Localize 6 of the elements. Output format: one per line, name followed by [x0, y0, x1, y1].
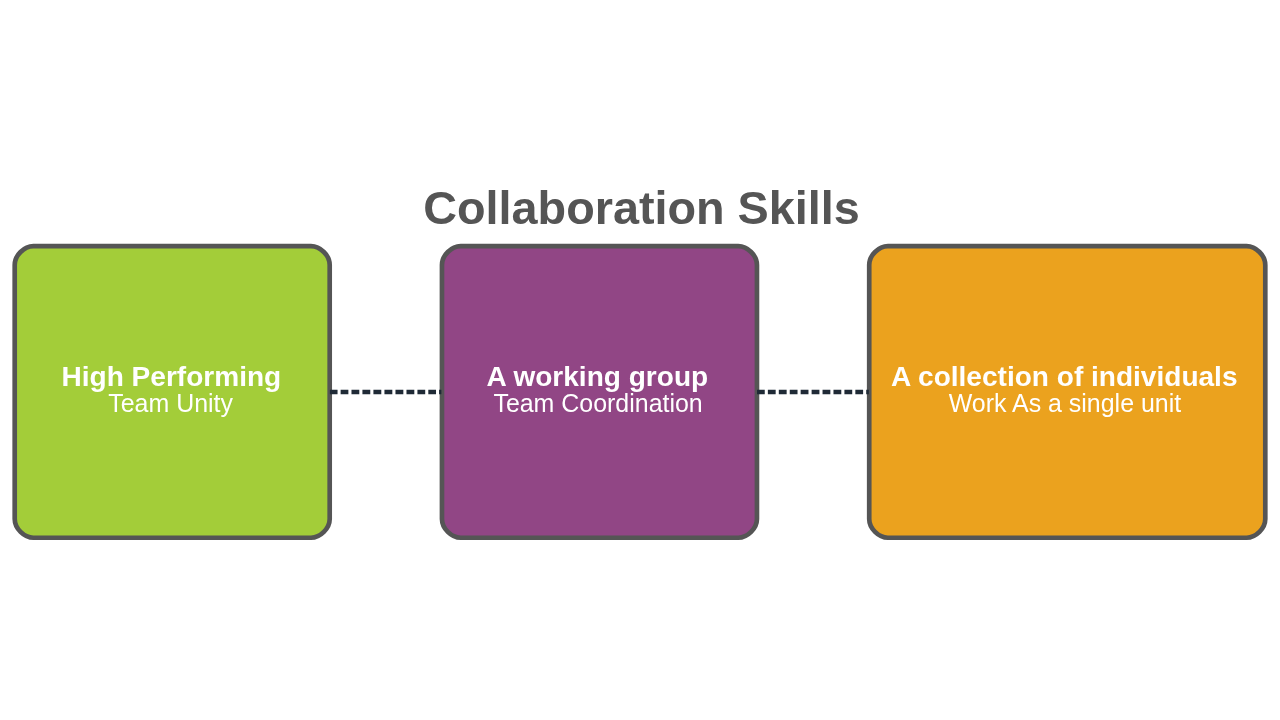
- connector: [757, 389, 869, 395]
- diagram-title: Collaboration Skills: [423, 182, 860, 235]
- node-box: A working group Team Coordination: [439, 243, 760, 541]
- node-box: A collection of individuals Work As a single unit: [866, 243, 1268, 541]
- connector: [329, 389, 442, 395]
- node-box: High Performing Team Unity: [12, 243, 333, 541]
